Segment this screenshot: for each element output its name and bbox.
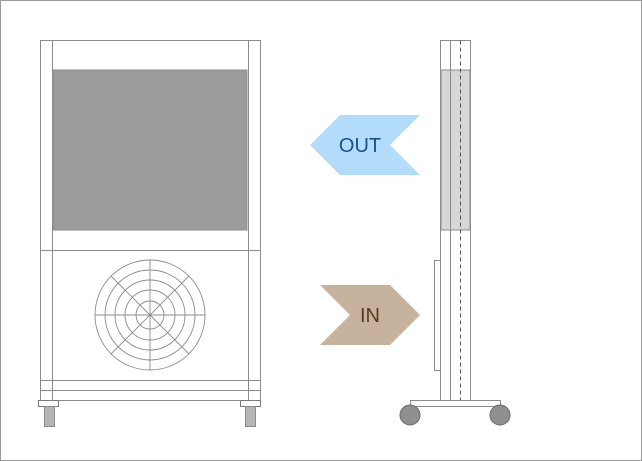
front-foot-right bbox=[245, 406, 256, 427]
side-view bbox=[399, 40, 511, 426]
front-view bbox=[38, 40, 261, 427]
side-fan-housing bbox=[434, 260, 441, 371]
front-foot-right-cap bbox=[240, 400, 261, 407]
out-arrow-shape bbox=[310, 115, 420, 175]
out-arrow-label: OUT bbox=[339, 135, 381, 157]
side-base-plate bbox=[410, 400, 501, 407]
front-foot-left-cap bbox=[38, 400, 59, 407]
side-filter-section bbox=[440, 69, 471, 231]
filter-panel bbox=[52, 69, 248, 231]
in-arrow-shape bbox=[320, 285, 420, 345]
wheel-right bbox=[489, 404, 511, 426]
wheel-left bbox=[399, 404, 421, 426]
out-arrow: OUT bbox=[310, 115, 420, 175]
in-arrow: IN bbox=[320, 285, 420, 345]
front-foot-left bbox=[44, 406, 55, 427]
fan-grille bbox=[94, 259, 206, 371]
in-arrow-label: IN bbox=[360, 305, 380, 327]
